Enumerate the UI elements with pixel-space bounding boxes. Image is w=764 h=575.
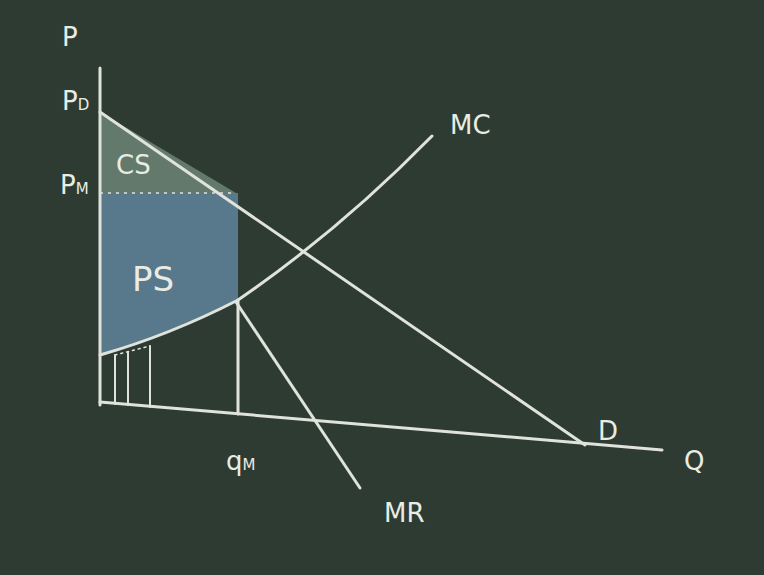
area-label: PS	[132, 262, 174, 296]
price-label: PM	[60, 172, 89, 198]
quantity-axis	[100, 402, 662, 450]
marginal-bar	[114, 355, 116, 404]
price-label: PD	[62, 88, 89, 114]
quantity-label: qM	[226, 448, 255, 474]
marginal-bar	[149, 346, 151, 407]
marginal-bar-top	[115, 346, 150, 355]
quantity-marker	[237, 300, 240, 414]
consumer-surplus-area	[100, 112, 236, 193]
curve-label: D	[598, 418, 618, 444]
area-label: CS	[116, 152, 151, 178]
marginal-bar	[127, 352, 129, 405]
marginal-cost-curve	[100, 136, 432, 355]
axis-label: P	[62, 24, 78, 50]
curve-label: MR	[384, 500, 425, 526]
axis-label: Q	[684, 448, 704, 474]
demand-curve	[100, 112, 585, 445]
price-guide	[100, 192, 236, 194]
curve-label: MC	[450, 112, 491, 138]
